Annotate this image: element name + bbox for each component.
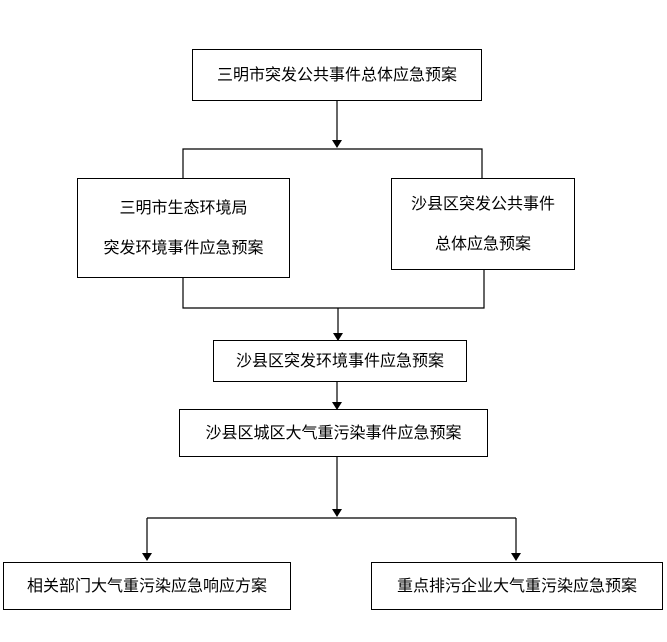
node-eco-bureau-plan-line1: 三明市生态环境局 (119, 198, 248, 217)
node-eco-bureau-plan: 三明市生态环境局 突发环境事件应急预案 (77, 178, 290, 278)
node-county-env-plan: 沙县区突发环境事件应急预案 (213, 340, 467, 382)
bracket-lower (182, 270, 485, 309)
node-eco-bureau-plan-line2: 突发环境事件应急预案 (103, 238, 264, 257)
node-enterprise-plan: 重点排污企业大气重污染应急预案 (371, 562, 663, 610)
node-county-general-plan-line1: 沙县区突发公共事件 (410, 194, 555, 213)
node-air-pollution-plan: 沙县区城区大气重污染事件应急预案 (179, 409, 488, 457)
bracket-upper (182, 148, 483, 178)
node-county-general-plan: 沙县区突发公共事件 总体应急预案 (391, 178, 575, 270)
node-dept-response-plan-label: 相关部门大气重污染应急响应方案 (26, 576, 267, 595)
node-county-env-plan-label: 沙县区突发环境事件应急预案 (235, 351, 444, 370)
node-air-pollution-plan-label: 沙县区城区大气重污染事件应急预案 (205, 423, 462, 442)
node-city-general-plan-label: 三明市突发公共事件总体应急预案 (216, 65, 457, 84)
node-city-general-plan: 三明市突发公共事件总体应急预案 (192, 49, 482, 101)
node-enterprise-plan-label: 重点排污企业大气重污染应急预案 (396, 576, 637, 595)
node-dept-response-plan: 相关部门大气重污染应急响应方案 (3, 562, 291, 610)
node-county-general-plan-line2: 总体应急预案 (434, 234, 531, 253)
